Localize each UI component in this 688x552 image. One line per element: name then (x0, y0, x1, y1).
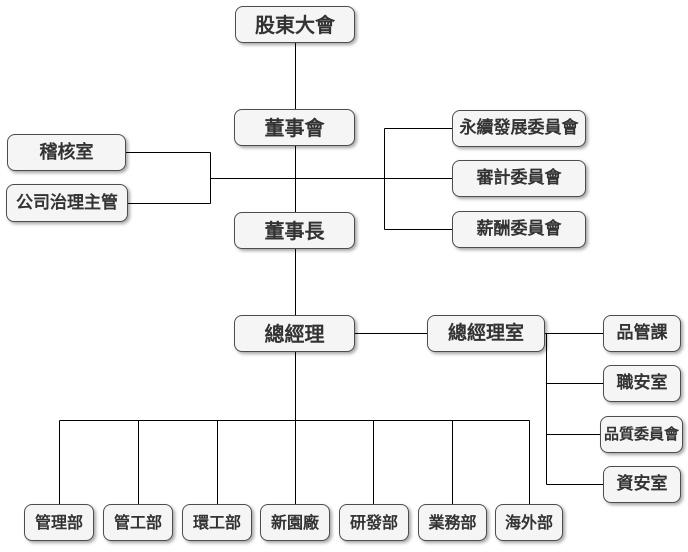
node-esg-committee: 永續發展委員會 (452, 110, 586, 147)
node-overseas-dept: 海外部 (495, 504, 563, 541)
node-sales-dept: 業務部 (418, 504, 487, 541)
node-shareholders-meeting: 股東大會 (235, 6, 355, 43)
node-chairman: 董事長 (234, 212, 355, 249)
node-general-manager: 總經理 (234, 315, 355, 352)
node-general-manager-office: 總經理室 (427, 315, 545, 352)
node-audit-office: 稽核室 (7, 134, 126, 171)
node-board-of-directors: 董事會 (234, 109, 355, 146)
node-rd-dept: 研發部 (339, 504, 409, 541)
node-governance-officer: 公司治理主管 (6, 184, 128, 222)
node-infosec-office: 資安室 (603, 466, 681, 503)
node-admin-dept: 管理部 (24, 504, 94, 541)
node-environmental-dept: 環工部 (182, 504, 252, 541)
node-occupational-safety-office: 職安室 (603, 365, 681, 402)
node-audit-committee: 審計委員會 (452, 160, 586, 197)
node-quality-control-section: 品管課 (603, 315, 681, 352)
node-piping-dept: 管工部 (103, 504, 173, 541)
node-compensation-committee: 薪酬委員會 (452, 211, 586, 248)
node-xinyuan-plant: 新園廠 (260, 504, 330, 541)
node-quality-committee: 品質委員會 (600, 416, 683, 453)
